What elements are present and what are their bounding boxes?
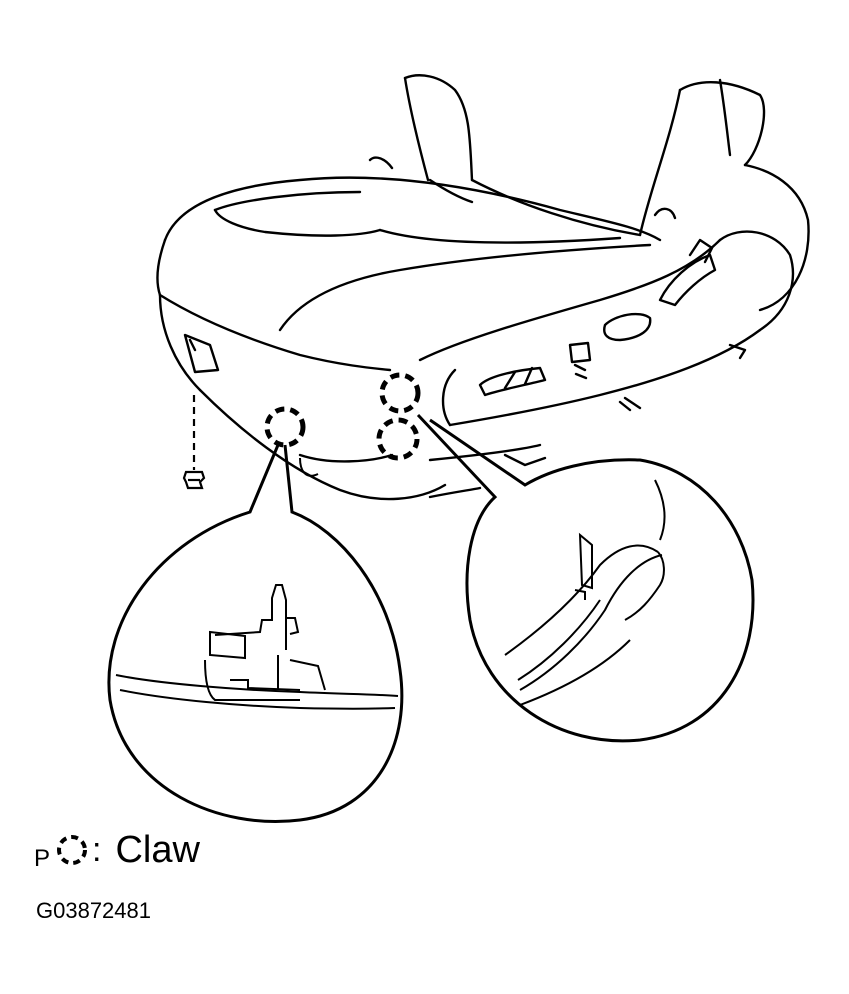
side-shield [418,207,795,427]
legend-colon: : [92,830,102,869]
legend-prefix: P [34,845,51,872]
seat-cushion [156,176,662,501]
screw-clip [182,395,206,490]
seat-back [368,74,810,312]
reference-code: G03872481 [36,898,151,923]
seat-rail [428,443,547,499]
detail-callout-right [416,413,755,743]
legend-label: Claw [115,828,200,871]
detail-callout-left [107,444,404,823]
claw-markers [264,372,421,461]
claw-marker-upper-right [379,372,421,414]
dashed-circle-icon [54,832,90,868]
claw-marker-lower-right [376,417,420,461]
claw-marker-left [264,406,306,448]
legend: P : Claw [34,825,200,875]
